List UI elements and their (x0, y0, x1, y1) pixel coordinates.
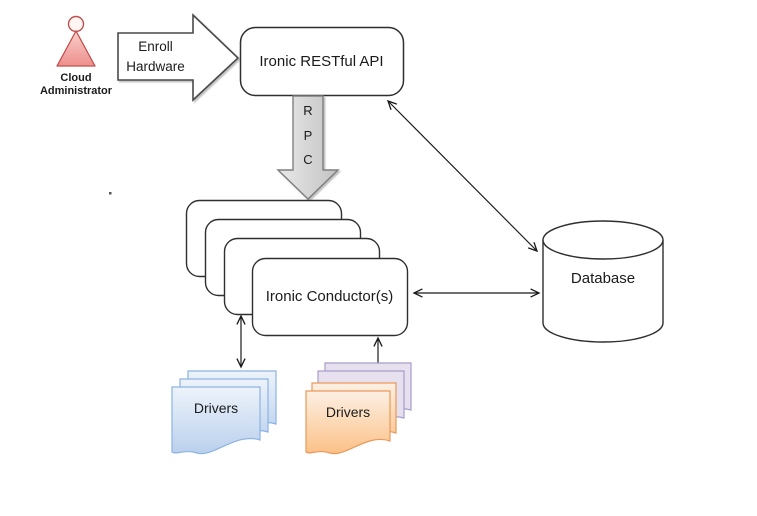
drivers-doc-orange-front (305, 390, 391, 455)
arrow-api-database (386, 99, 539, 253)
stray-dot (109, 192, 112, 195)
database-cylinder (542, 220, 664, 343)
drivers-doc-blue-front (171, 386, 261, 455)
person-head-icon (67, 15, 85, 33)
rpc-arrow (276, 95, 340, 200)
conductor-stack (185, 199, 409, 337)
ironic-restful-api-box (239, 26, 405, 97)
enroll-hardware-arrow (117, 13, 240, 102)
drivers-stack-blue (171, 370, 277, 455)
database-cylinder-body (542, 240, 664, 343)
ironic-conductors-box (251, 257, 409, 337)
database-cylinder-top (542, 220, 664, 260)
person-body-icon (56, 30, 96, 67)
cloud-administrator-icon (56, 15, 96, 67)
drivers-stack-orange (305, 362, 412, 455)
